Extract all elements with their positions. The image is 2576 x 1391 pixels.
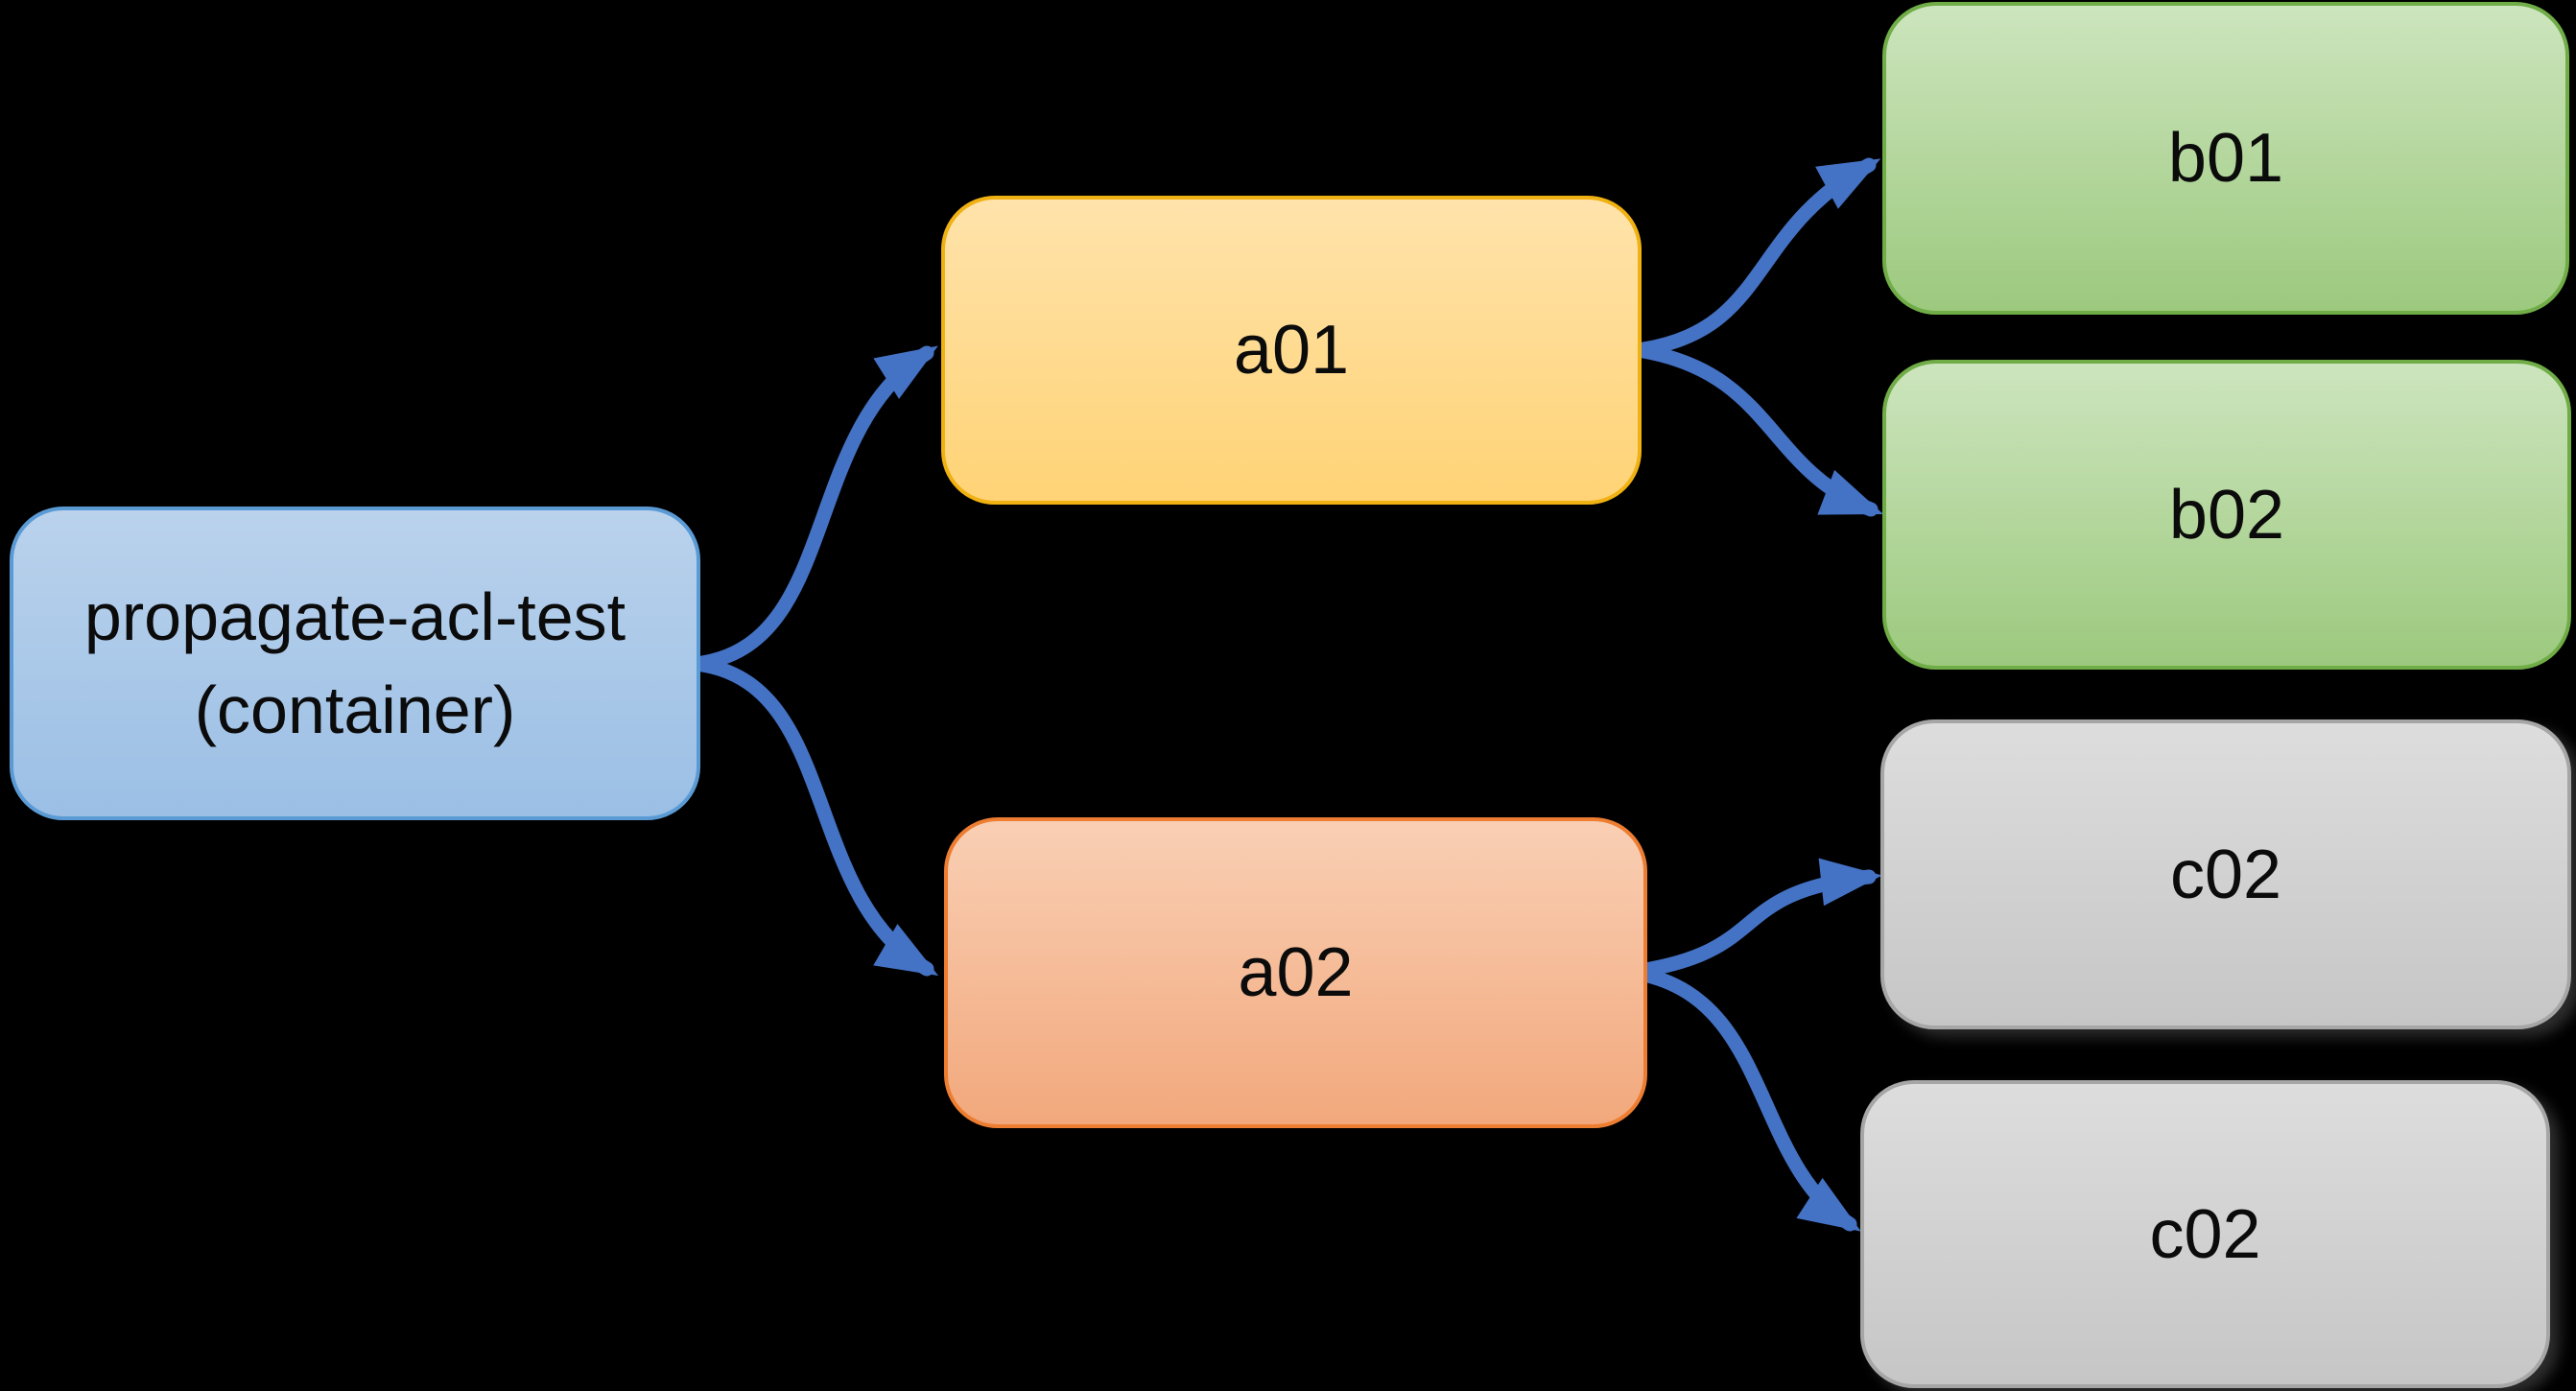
node-c02-lower-label: c02 — [2149, 1195, 2261, 1273]
node-c02-upper-label: c02 — [2169, 836, 2282, 913]
node-a02: a02 — [944, 817, 1647, 1128]
node-a01: a01 — [941, 196, 1642, 505]
node-container-label-line1: propagate-acl-test — [83, 578, 626, 654]
edge-a01-b01 — [1636, 157, 1881, 357]
edge-container-a02 — [695, 657, 939, 977]
node-container: propagate-acl-test (container) — [10, 507, 700, 820]
node-a01-label: a01 — [1233, 312, 1350, 389]
node-c02-upper: c02 — [1880, 719, 2571, 1029]
edge-a02-c02-upper — [1632, 858, 1882, 978]
node-b02-label: b02 — [2168, 476, 2285, 554]
node-b01-label: b01 — [2167, 120, 2284, 197]
edge-a01-b02 — [1636, 343, 1884, 517]
edge-a02-c02-lower — [1632, 966, 1861, 1232]
node-a02-label: a02 — [1238, 934, 1354, 1011]
node-b02: b02 — [1882, 360, 2571, 670]
node-c02-lower: c02 — [1860, 1080, 2550, 1388]
node-container-label-line2: (container) — [194, 672, 516, 747]
edge-container-a01 — [695, 345, 938, 671]
node-b01: b01 — [1882, 2, 2569, 315]
